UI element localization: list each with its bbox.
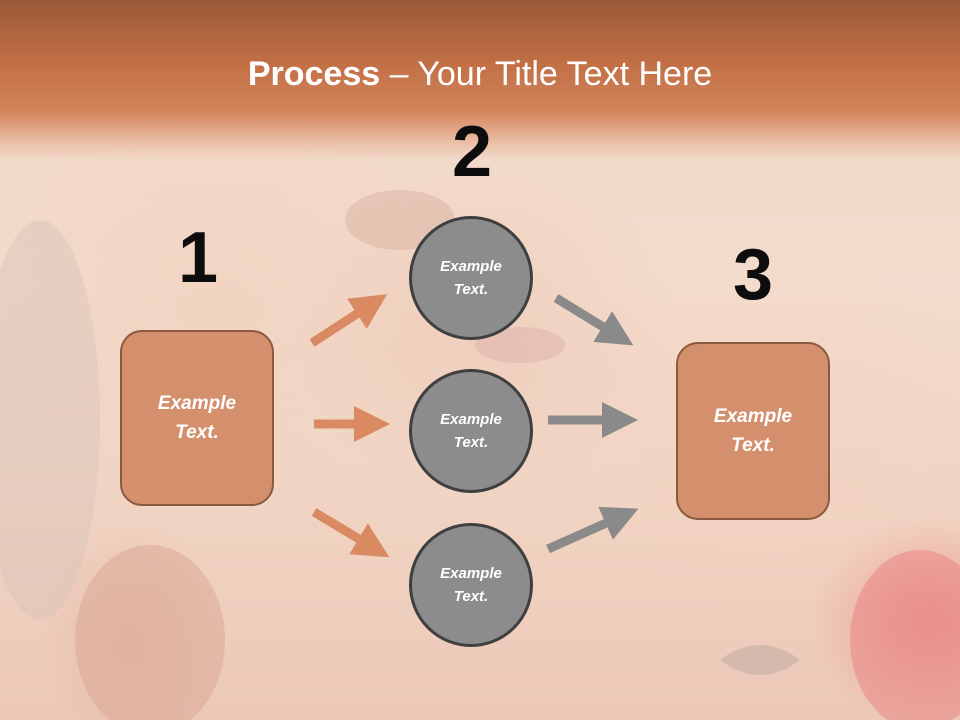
circle-top-text: Example Text.	[440, 258, 502, 298]
step-number-2: 2	[451, 112, 493, 192]
step-1-box[interactable]: Example Text.	[120, 330, 274, 506]
step-3-box-text: Example Text.	[713, 406, 793, 456]
title-band	[0, 0, 960, 160]
title-dash: –	[380, 55, 418, 93]
step-1-box-text: Example Text.	[157, 393, 237, 443]
step-3-box[interactable]: Example Text.	[676, 342, 830, 520]
step-2-circle-middle[interactable]: Example Text.	[409, 369, 533, 493]
title-bold-part: Process	[247, 55, 381, 93]
step-2-circle-top[interactable]: Example Text.	[409, 216, 533, 340]
step-number-1: 1	[177, 218, 219, 298]
step-number-3: 3	[732, 235, 774, 315]
step-2-circle-bottom[interactable]: Example Text.	[409, 523, 533, 647]
circle-middle-text: Example Text.	[440, 411, 502, 451]
title-rest: Your Title Text Here	[417, 55, 713, 93]
circle-bottom-text: Example Text.	[440, 565, 502, 605]
slide-title: Process – Your Title Text Here	[0, 52, 960, 96]
